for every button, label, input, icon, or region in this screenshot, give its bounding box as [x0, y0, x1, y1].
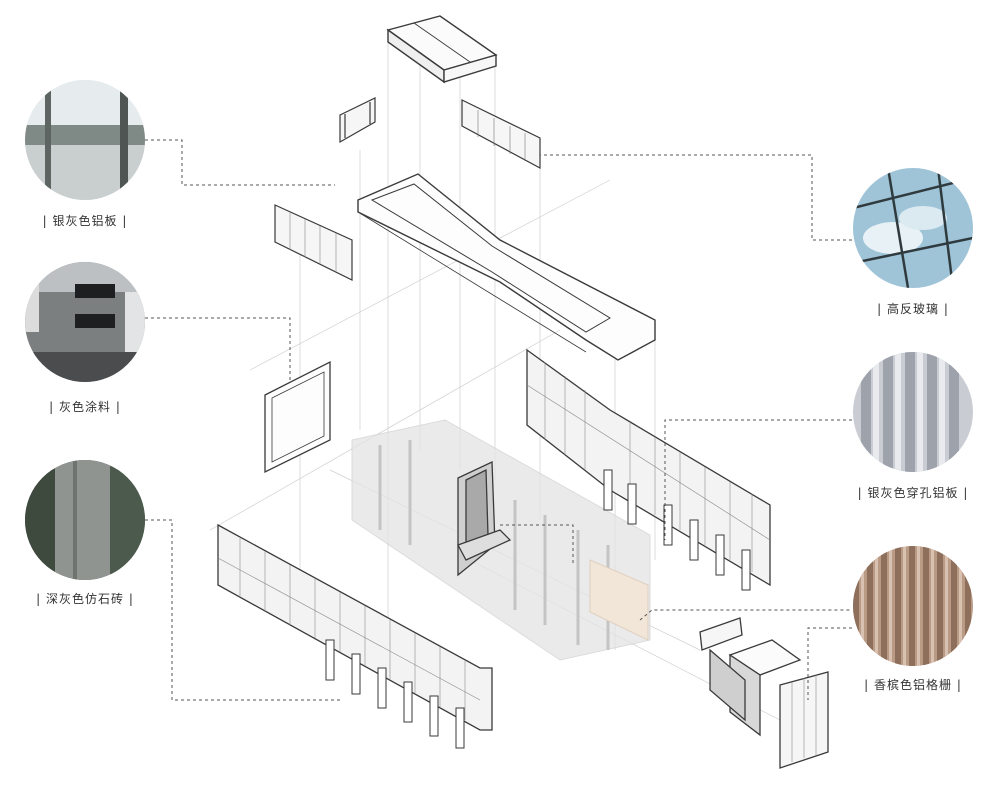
swatch-silver-gray-perforated-aluminum [853, 352, 973, 472]
swatch-high-reflective-glass [853, 168, 973, 288]
label-champagne-aluminum-grille: | 香槟色铝格栅 | [864, 678, 962, 692]
label-dark-gray-stone-tile: | 深灰色仿石砖 | [36, 592, 134, 606]
glass-photo-icon [853, 168, 973, 288]
upper-wall-right-perforated [461, 99, 541, 170]
left-stone-facade [217, 523, 493, 749]
roof-slab [386, 15, 498, 84]
entrance-frame [457, 460, 512, 577]
side-panel-upper-left [274, 204, 353, 281]
gray-paint-photo-icon [25, 262, 145, 382]
swatch-dark-gray-stone-tile [25, 460, 145, 580]
label-high-reflective-glass: | 高反玻璃 | [877, 302, 949, 316]
right-perforated-facade [526, 348, 771, 591]
swatch-gray-paint [25, 262, 145, 382]
grille-photo-icon [853, 546, 973, 666]
leader-lines [145, 139, 852, 701]
perforated-aluminum-photo-icon [853, 352, 973, 472]
label-silver-gray-aluminum: | 银灰色铝板 | [42, 214, 128, 228]
upper-wall-left [339, 97, 376, 144]
aluminum-photo-icon [25, 80, 145, 200]
swatch-champagne-aluminum-grille [853, 546, 973, 666]
swatch-silver-gray-aluminum [25, 80, 145, 200]
painted-wall-panel [264, 360, 331, 474]
label-gray-paint: | 灰色涂料 | [49, 400, 121, 414]
label-silver-gray-perforated-aluminum: | 银灰色穿孔铝板 | [857, 486, 969, 500]
lower-right-pavilion [699, 617, 829, 769]
roof-canopy [357, 173, 656, 361]
stone-tile-photo-icon [25, 460, 145, 580]
